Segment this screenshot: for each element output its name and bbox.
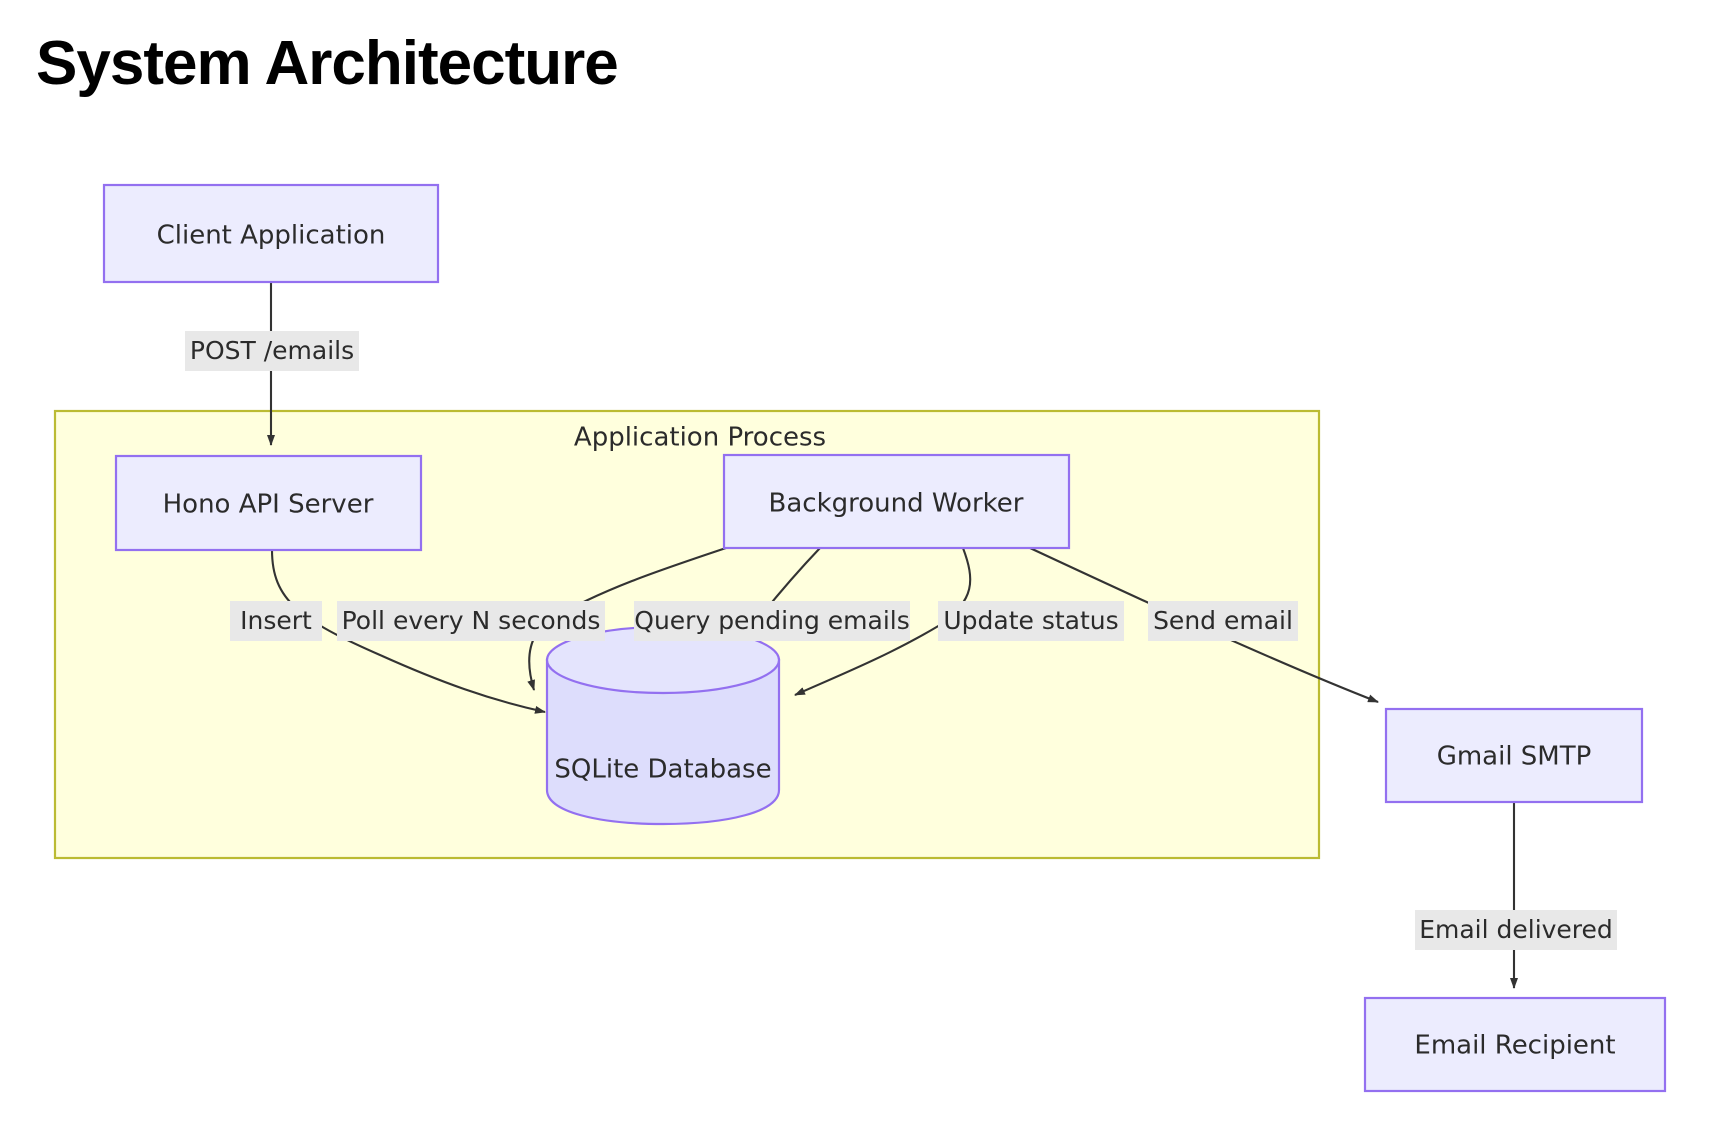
node-email-recipient-label: Email Recipient [1414,1031,1615,1061]
edge-label-update: Update status [938,601,1124,641]
edge-label-update-text: Update status [943,606,1118,635]
node-gmail-smtp[interactable]: Gmail SMTP [1384,707,1644,804]
edge-label-poll-text: Poll every N seconds [342,606,601,635]
edge-label-send-email: Send email [1148,601,1298,641]
edge-worker-to-db-update [794,547,972,696]
node-background-worker-box[interactable] [722,453,1071,550]
edge-label-insert-text: Insert [240,606,312,635]
node-sqlite-database[interactable]: SQLite Database [545,625,781,826]
node-client-application-box[interactable] [102,183,440,284]
edge-label-insert: Insert [230,601,322,641]
node-hono-api-server-label: Hono API Server [163,490,374,520]
edge-label-send-email-text: Send email [1153,606,1293,635]
node-client-application[interactable]: Client Application [102,183,440,284]
node-email-recipient[interactable]: Email Recipient [1363,996,1667,1093]
node-email-recipient-box[interactable] [1363,996,1667,1093]
edge-label-query-text: Query pending emails [634,606,909,635]
node-hono-api-server-box[interactable] [114,454,423,552]
edge-api-to-db [270,549,546,714]
node-gmail-smtp-box[interactable] [1384,707,1644,804]
node-background-worker[interactable]: Background Worker [722,453,1071,550]
edge-label-email-delivered-bg [1415,910,1617,950]
edge-label-query: Query pending emails [634,601,910,641]
edge-label-insert-bg [230,601,322,641]
edge-label-email-delivered-text: Email delivered [1419,915,1613,944]
edge-label-update-bg [938,601,1124,641]
edge-label-post-emails-bg [185,331,359,371]
node-hono-api-server[interactable]: Hono API Server [114,454,423,552]
edge-label-post-emails: POST /emails [185,331,359,371]
edge-label-query-bg [634,601,910,641]
edge-labels-layer: POST /emails Insert Poll every N seconds… [185,331,1617,950]
node-background-worker-label: Background Worker [769,489,1024,519]
edge-label-poll: Poll every N seconds [337,601,605,641]
edge-label-post-emails-text: POST /emails [190,336,354,365]
node-sqlite-database-label: SQLite Database [554,755,771,785]
cluster-application-process-label: Application Process [574,423,826,453]
edge-label-email-delivered: Email delivered [1415,910,1617,950]
page-title: System Architecture [36,29,619,98]
edge-label-poll-bg [337,601,605,641]
node-sqlite-database-body[interactable] [545,658,781,826]
node-gmail-smtp-label: Gmail SMTP [1437,742,1592,772]
node-client-application-label: Client Application [157,221,386,251]
edge-label-send-email-bg [1148,601,1298,641]
